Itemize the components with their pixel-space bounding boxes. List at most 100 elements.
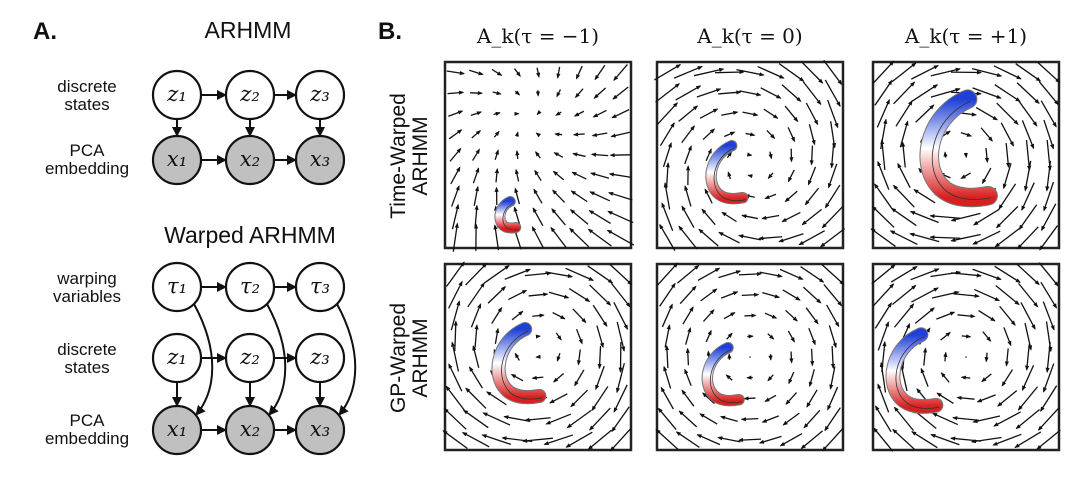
panel-a-label: A. <box>33 18 57 45</box>
vector-arrow <box>782 412 800 426</box>
vector-arrow <box>762 292 781 299</box>
vector-arrow <box>1025 140 1032 171</box>
vector-arrow <box>971 68 1003 78</box>
vector-arrow <box>572 132 585 137</box>
vector-arrow <box>447 280 463 309</box>
vector-arrow <box>514 90 521 96</box>
vector-arrow <box>960 132 973 137</box>
vector-arrow <box>1016 263 1040 286</box>
vector-arrow <box>613 384 628 413</box>
vector-arrow <box>767 333 775 340</box>
vector-arrow <box>984 352 989 363</box>
vector-arrow <box>442 430 468 450</box>
vector-arrow <box>779 268 804 280</box>
vector-arrow <box>462 409 489 429</box>
vector-arrow <box>788 371 795 385</box>
vector-arrow <box>1005 142 1011 169</box>
vector-arrow <box>678 410 698 428</box>
vector-arrow <box>1037 61 1061 84</box>
vector-arrow <box>930 433 960 446</box>
vector-arrow <box>566 409 592 429</box>
vector-arrow <box>824 79 841 107</box>
vector-arrow <box>484 265 510 284</box>
vector-arrow <box>871 205 895 228</box>
vector-arrow <box>829 366 836 390</box>
vector-arrow <box>803 409 821 429</box>
x-node-label: x₃ <box>309 147 331 171</box>
vector-arrow <box>531 225 545 249</box>
vector-arrow <box>911 84 939 102</box>
vector-arrow <box>889 230 918 246</box>
x-node-label: x₂ <box>239 417 261 441</box>
vector-arrow <box>470 303 482 328</box>
vector-arrow <box>778 233 804 243</box>
vector-arrow <box>718 270 742 279</box>
z-node-label: z₂ <box>240 82 260 106</box>
vector-arrow <box>704 188 713 204</box>
vector-arrow <box>534 169 542 182</box>
vector-arrow <box>504 268 531 280</box>
vector-arrow <box>1018 204 1038 231</box>
vector-arrow <box>909 232 940 243</box>
vector-arrow <box>655 83 680 103</box>
vector-arrow <box>474 324 479 348</box>
vector-arrow <box>659 223 676 251</box>
vector-arrow <box>446 70 466 76</box>
vector-arrow <box>487 286 507 304</box>
vector-arrow <box>1021 364 1035 392</box>
vector-arrow <box>661 303 673 328</box>
vector-arrow <box>787 169 795 183</box>
trajectory <box>885 327 944 414</box>
vector-arrow <box>655 428 679 451</box>
vector-arrow <box>1015 408 1041 430</box>
vector-arrow <box>610 282 631 308</box>
vector-arrow <box>936 392 954 405</box>
vector-arrow <box>486 391 507 406</box>
vector-arrow <box>698 228 719 247</box>
vector-arrow <box>524 271 553 277</box>
vector-arrow <box>608 172 632 179</box>
vector-arrow <box>951 272 982 278</box>
vector-arrow <box>701 208 716 226</box>
vector-arrow <box>721 211 737 223</box>
vector-arrow <box>1023 160 1032 192</box>
vector-arrow <box>493 224 500 251</box>
vector-arrow <box>720 291 739 299</box>
vector-arrow <box>536 109 542 116</box>
vector-arrow <box>950 233 981 242</box>
vector-arrow <box>447 90 465 95</box>
vector-arrow <box>678 105 699 122</box>
vector-arrow <box>702 392 715 405</box>
vector-arrow <box>915 104 935 123</box>
vector-arrow <box>611 406 630 433</box>
vector-arrow <box>808 124 816 146</box>
vector-arrow <box>784 105 799 123</box>
vector-arrow <box>659 282 676 307</box>
vector-arrow <box>675 85 702 101</box>
vector-arrow <box>568 288 591 302</box>
vector-arrow <box>891 284 917 306</box>
vector-arrow <box>736 68 765 77</box>
vector-arrow <box>522 437 553 443</box>
vector-arrow <box>570 190 588 203</box>
vector-arrow <box>879 361 887 393</box>
vector-field-panel-r2-c3 <box>871 262 1061 452</box>
vector-arrow <box>718 90 742 95</box>
vector-arrow <box>532 313 545 318</box>
vector-arrow <box>892 184 915 208</box>
vector-arrow <box>758 236 783 241</box>
vector-field-panel-r1-c3 <box>870 60 1061 251</box>
column-title-tau-plus-1: A_k(τ = +1) <box>904 24 1028 48</box>
z-node-label: z₂ <box>240 345 260 369</box>
vector-arrow <box>471 130 482 139</box>
vector-arrow <box>965 356 967 358</box>
vector-arrow <box>448 363 463 392</box>
vector-arrow <box>994 84 1021 102</box>
vector-arrow <box>1042 363 1055 393</box>
vector-arrow <box>809 145 814 166</box>
vector-arrow <box>824 407 841 432</box>
vector-arrow <box>679 285 697 305</box>
vector-arrow <box>1024 322 1033 351</box>
